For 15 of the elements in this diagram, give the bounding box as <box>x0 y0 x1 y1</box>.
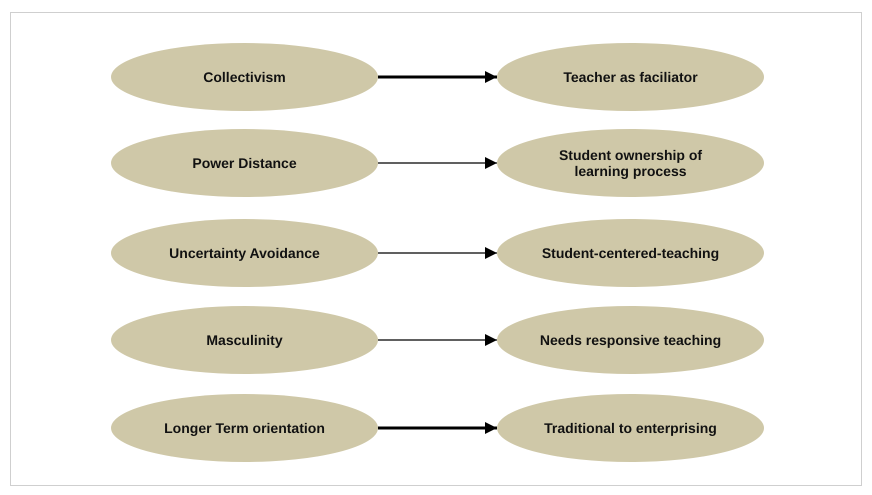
arrow <box>378 334 497 346</box>
arrow <box>378 422 497 434</box>
node-label: Power Distance <box>192 154 297 172</box>
node-label: Teacher as faciliator <box>563 68 698 86</box>
node-label: Uncertainty Avoidance <box>169 244 320 262</box>
node-label: Student-centered-teaching <box>542 244 720 262</box>
node-label: Traditional to enterprising <box>544 420 717 436</box>
arrow <box>378 247 497 259</box>
node-label: Masculinity <box>206 332 283 348</box>
node-label: Longer Term orientation <box>164 420 325 436</box>
arrow <box>378 71 497 83</box>
arrow <box>378 157 497 169</box>
node-label: Collectivism <box>203 68 286 86</box>
node-label: Needs responsive teaching <box>540 332 722 348</box>
node-label: Student ownership of learning process <box>558 146 704 180</box>
